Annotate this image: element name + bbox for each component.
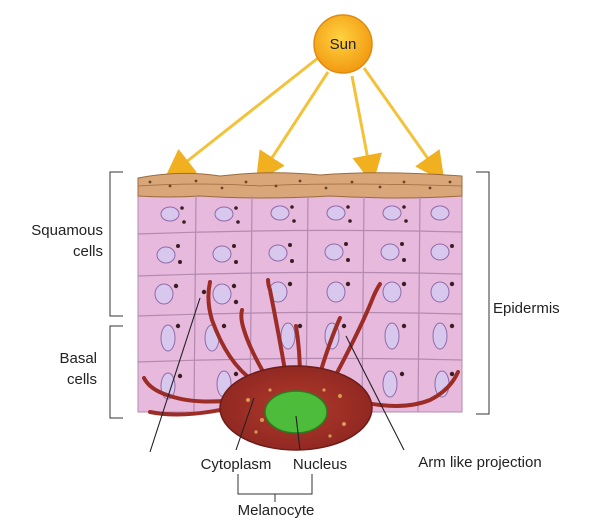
squamous-label-line2: cells [73, 243, 103, 260]
epidermis-label: Epidermis [493, 300, 560, 317]
melanocyte-nucleus [265, 391, 327, 433]
melanocyte-label: Melanocyte [238, 502, 315, 519]
cytoplasm-label: Cytoplasm [201, 456, 272, 473]
basal-label-line1: Basal [59, 350, 97, 367]
stratum-corneum [138, 173, 462, 198]
sun-label: Sun [330, 36, 357, 53]
nucleus-label: Nucleus [293, 456, 347, 473]
basal-label-line2: cells [67, 371, 97, 388]
arm-projection-label: Arm like projection [418, 454, 541, 471]
squamous-label-line1: Squamous [31, 222, 103, 239]
melanocyte [220, 366, 372, 450]
sun-rays [176, 58, 436, 170]
